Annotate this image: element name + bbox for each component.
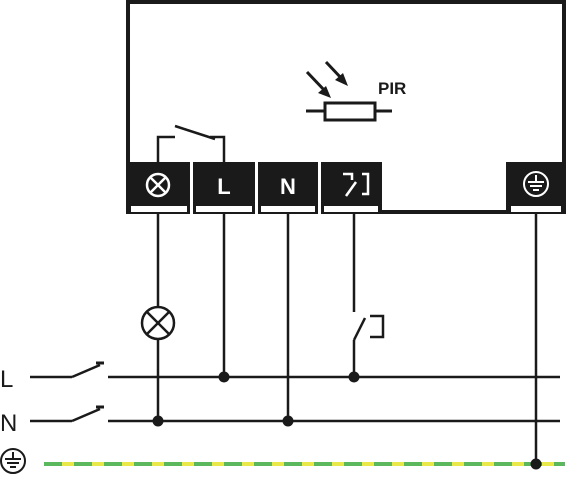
terminal-tab bbox=[131, 206, 187, 212]
terminal-separator bbox=[255, 162, 258, 214]
terminal-live-label: L bbox=[217, 174, 230, 199]
terminal-separator bbox=[190, 162, 193, 214]
junction-dots bbox=[152, 371, 542, 470]
junction-dot bbox=[530, 458, 542, 470]
lamp-cross-icon bbox=[145, 172, 171, 198]
junction-dot bbox=[282, 415, 294, 427]
load-lamp-icon bbox=[140, 305, 176, 341]
terminal-tab bbox=[261, 206, 315, 212]
terminal-wires bbox=[156, 214, 538, 464]
pir-sensor-label: PIR bbox=[378, 79, 406, 98]
terminal-separator bbox=[318, 162, 321, 214]
supply-neutral-label: N bbox=[0, 410, 17, 437]
terminal-tab bbox=[196, 206, 252, 212]
pir-sensor-resistor bbox=[323, 101, 377, 122]
light-arrows-icon bbox=[305, 60, 348, 98]
terminal-tab bbox=[511, 206, 561, 212]
device-housing bbox=[126, 0, 566, 214]
junction-dot bbox=[152, 415, 164, 427]
supply-live-label: L bbox=[0, 366, 13, 393]
terminal-lamp bbox=[145, 172, 171, 198]
internal-relay-contact bbox=[156, 124, 226, 162]
earth-ground-icon bbox=[523, 171, 549, 197]
supply-live-line bbox=[30, 361, 560, 379]
junction-dot bbox=[218, 371, 230, 383]
pushbutton-switch-icon bbox=[343, 172, 370, 197]
terminal-neutral-label: N bbox=[280, 174, 296, 199]
earth-ground-icon bbox=[0, 448, 26, 474]
terminal-strip-right bbox=[506, 162, 566, 214]
terminal-earth bbox=[523, 171, 549, 197]
external-pushbutton-icon bbox=[352, 306, 385, 341]
junction-dot bbox=[348, 371, 360, 383]
supply-neutral-line bbox=[30, 405, 560, 423]
pir-sensor: PIR bbox=[305, 60, 406, 122]
terminal-tab bbox=[324, 206, 378, 212]
